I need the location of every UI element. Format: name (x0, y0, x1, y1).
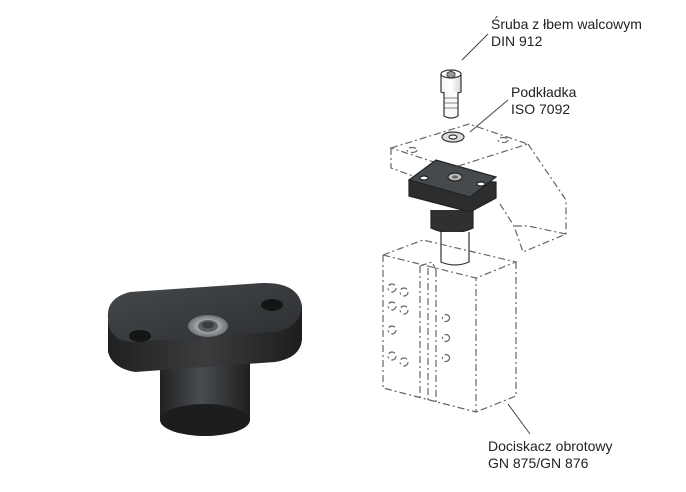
piston-rod (440, 232, 470, 266)
leader-clamp (507, 403, 531, 435)
flange-plate-top (107, 282, 302, 342)
label-screw-line1: Śruba z łbem walcowym (491, 16, 642, 32)
flange-hole-left (129, 330, 151, 342)
label-clamp-line1: Dociskacz obrotowy (488, 438, 613, 454)
label-washer-line1: Podkładka (511, 84, 577, 100)
label-washer: Podkładka ISO 7092 (511, 84, 576, 118)
screw-drawing (440, 69, 462, 119)
label-clamp: Dociskacz obrotowy GN 875/GN 876 (488, 438, 613, 472)
washer-drawing (441, 131, 465, 143)
flange-hole-right (261, 299, 283, 311)
leader-screw (461, 33, 489, 61)
leader-lines (461, 33, 531, 435)
flange-drawing (407, 159, 498, 234)
flange-part-photo (107, 282, 302, 436)
leader-washer (469, 99, 509, 133)
clamp-body-outline (380, 239, 518, 413)
label-screw-line2: DIN 912 (491, 33, 543, 49)
label-clamp-line2: GN 875/GN 876 (488, 455, 589, 471)
label-washer-line2: ISO 7092 (511, 101, 571, 117)
technical-drawing (380, 69, 567, 413)
label-screw: Śruba z łbem walcowym DIN 912 (491, 16, 642, 50)
